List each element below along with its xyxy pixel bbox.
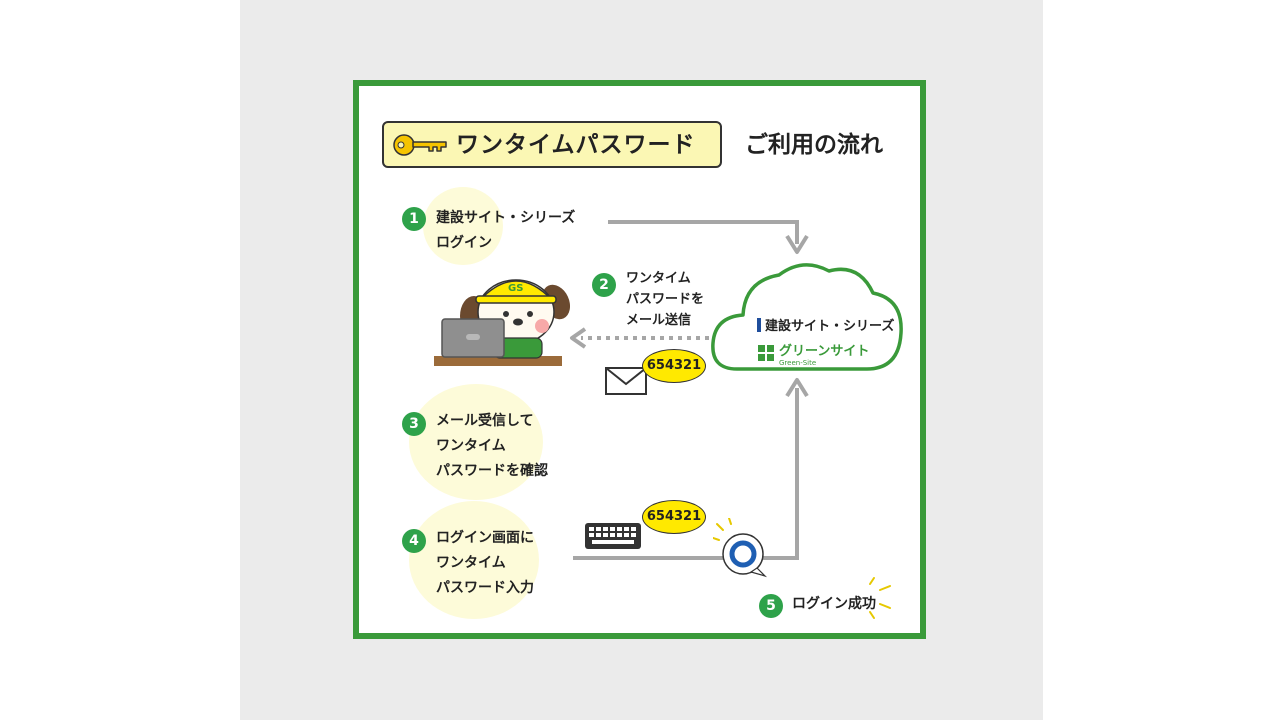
page-subtitle: ご利用の流れ: [745, 132, 883, 158]
cloud-service-2-sub: Green-Site: [779, 359, 817, 367]
key-icon: [393, 134, 447, 156]
mascot-illustration: GS: [434, 279, 571, 366]
step-4-line-3: パスワード入力: [436, 580, 534, 596]
step-3-line-3: パスワードを確認: [436, 463, 548, 479]
mascot-cap-text: GS: [508, 283, 523, 294]
cloud-service-1-label: 建設サイト・シリーズ: [757, 318, 894, 336]
flow-arrows: [570, 220, 809, 560]
keyboard-icon: [585, 523, 641, 549]
email-code-bubble: 654321: [642, 349, 706, 383]
step-4-highlight: [409, 501, 539, 619]
step-2-line-3: メール送信: [626, 313, 692, 328]
cloud-shape: [711, 263, 903, 371]
step-3-highlight: [409, 384, 543, 500]
flow-card: ワンタイムパスワード ご利用の流れ 1 建設サイト・シリーズ ログイン GS: [353, 80, 926, 639]
step-4-badge: 4: [402, 529, 426, 553]
step-4-line-1: ログイン画面に: [436, 530, 534, 546]
step-5-line-1: ログイン成功: [792, 596, 876, 612]
step-5-badge: 5: [759, 594, 783, 618]
desk: [434, 356, 562, 366]
kensetsu-logo-mark: [757, 318, 761, 332]
step-3-badge: 3: [402, 412, 426, 436]
step-1-badge: 1: [402, 207, 426, 231]
step-1-line-1: 建設サイト・シリーズ: [436, 210, 576, 226]
step-4-line-2: ワンタイム: [436, 555, 506, 571]
step-1-line-2: ログイン: [436, 235, 492, 251]
mail-icon: [605, 367, 647, 395]
step-2-badge: 2: [592, 273, 616, 297]
title-box: ワンタイムパスワード: [382, 121, 722, 168]
service-1-text: 建設サイト・シリーズ: [765, 319, 895, 334]
step-1-highlight: [423, 187, 503, 265]
sparkle-lines: [869, 577, 891, 619]
success-ring-icon: [713, 518, 768, 578]
step-3-line-1: メール受信して: [436, 413, 534, 429]
step-3-line-2: ワンタイム: [436, 438, 506, 454]
input-code-bubble: 654321: [642, 500, 706, 534]
green-site-logo-icon: [758, 345, 774, 361]
cloud-service-2-label: グリーンサイト: [779, 344, 870, 359]
step-2-line-1: ワンタイム: [626, 271, 691, 286]
page-title: ワンタイムパスワード: [456, 132, 696, 158]
step-2-line-2: パスワードを: [626, 292, 705, 307]
